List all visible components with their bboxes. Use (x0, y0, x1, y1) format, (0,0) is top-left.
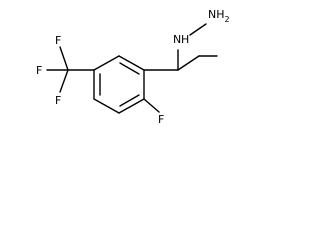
atom-label-f-cf3-left: F (36, 64, 42, 77)
benzene-ring (93, 55, 145, 114)
ring-bond-c6-c1 (93, 55, 120, 71)
ring-double-bond-c1-c2 (119, 62, 140, 75)
atom-label-h: H (181, 33, 189, 46)
ring-bond-c4-c5 (93, 98, 120, 114)
bond-ring-to-f (143, 98, 160, 113)
side-chain (143, 23, 218, 71)
atom-label-nh2-subscript: 2 (225, 15, 230, 24)
ring-bond-c3-c4 (118, 98, 145, 114)
bond-cf3-to-f-top (59, 46, 69, 71)
atom-label-f-cf3-bottom: F (55, 94, 61, 107)
chemical-structure: N H NH2 F F F F (36, 8, 230, 126)
bond-cf3-to-f-bottom (59, 69, 69, 93)
ring-double-bond-c3-c4 (119, 94, 140, 107)
bond-ch-to-ch2 (177, 55, 200, 71)
atom-label-nh2: NH2 (208, 8, 230, 24)
atom-label-f-ring: F (158, 113, 164, 126)
atom-label-f-cf3-top: F (55, 34, 61, 47)
cf3-group (46, 46, 95, 93)
atom-label-n: N (173, 33, 181, 46)
atom-label-nh2-main: NH (208, 8, 225, 21)
ring-bond-c1-c2 (118, 55, 145, 71)
bond-nh-to-nh2 (189, 23, 207, 36)
